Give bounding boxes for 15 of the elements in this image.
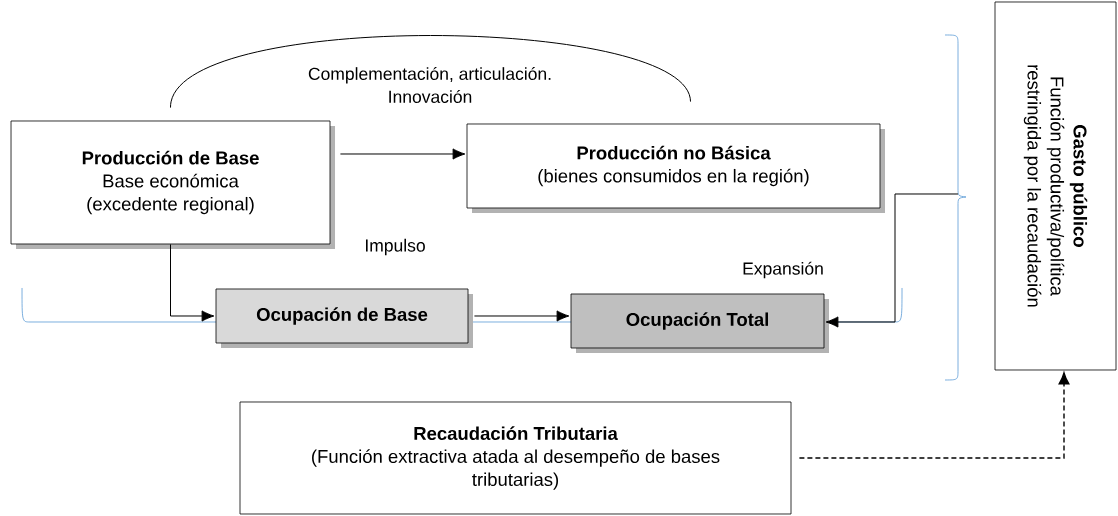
process-box: Ocupación Total	[570, 293, 829, 353]
arrow	[170, 243, 215, 322]
process-box: Gasto público Función productiva/política restringida por la recaudación	[994, 1, 1117, 371]
annotation-text: Expansión	[743, 261, 823, 279]
process-box: Producción de Base Base económica (excedente regional)	[10, 120, 335, 249]
arrow	[798, 372, 1070, 459]
arrow	[825, 193, 959, 328]
connector-line	[170, 35, 691, 109]
annotation-text: Impulso	[366, 238, 425, 256]
process-box: Producción no Básica (bienes consumidos en la región)	[466, 123, 885, 213]
process-box: Recaudación Tributaria (Función extractiva atada al desempeño de bases tributarias)	[239, 401, 792, 515]
process-box: Ocupación de Base	[215, 288, 473, 348]
arrow	[473, 310, 570, 322]
annotation-text: Complementación, articulación. Innovación	[308, 66, 551, 103]
arrow	[339, 148, 466, 160]
